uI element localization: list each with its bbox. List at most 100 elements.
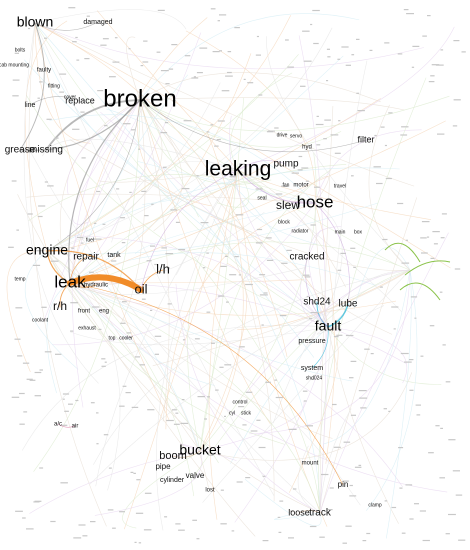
minor-node [278, 531, 282, 533]
minor-node [84, 58, 90, 60]
minor-node [100, 44, 107, 46]
background-edge [319, 197, 418, 514]
minor-node [164, 516, 168, 518]
minor-node [238, 163, 245, 165]
background-edge [69, 282, 448, 493]
background-edge [237, 169, 267, 198]
background-edge [34, 22, 252, 233]
minor-node [422, 35, 427, 37]
minor-node [274, 127, 279, 129]
background-edge [139, 99, 275, 502]
edge-engine-leak [46, 250, 71, 284]
background-edge [69, 74, 188, 284]
minor-node [441, 213, 447, 215]
minor-node [167, 267, 170, 269]
minor-node [225, 75, 233, 77]
minor-node [219, 14, 227, 16]
minor-node [128, 48, 131, 50]
minor-node [255, 242, 263, 244]
minor-node [403, 9, 409, 11]
node-label-servo: servo [290, 133, 302, 139]
minor-node [316, 115, 319, 117]
minor-node [256, 228, 263, 231]
minor-node [133, 472, 136, 474]
minor-node [255, 54, 261, 56]
background-edge [237, 169, 346, 288]
node-label-tank: tank [107, 252, 121, 259]
minor-node [439, 291, 443, 293]
minor-node [55, 353, 62, 355]
node-label-boom: boom [159, 450, 187, 462]
minor-node [119, 405, 125, 407]
minor-node [144, 215, 149, 217]
minor-node [23, 411, 28, 413]
minor-node [211, 342, 215, 344]
background-edge [386, 269, 412, 539]
minor-node [92, 257, 98, 259]
minor-node [327, 509, 333, 511]
background-edge [210, 215, 329, 328]
minor-node [439, 477, 445, 479]
minor-node [353, 266, 356, 268]
background-edge [69, 267, 305, 295]
background-edge [30, 151, 321, 514]
minor-node [419, 510, 426, 512]
minor-node [245, 391, 253, 393]
minor-node [160, 132, 168, 134]
minor-node [26, 378, 33, 380]
minor-node [356, 38, 360, 40]
node-label-cracked: cracked [289, 252, 324, 263]
minor-node [210, 124, 214, 126]
background-edge [175, 283, 321, 514]
minor-node [458, 539, 466, 541]
minor-node [112, 527, 116, 529]
minor-node [364, 348, 370, 350]
minor-node [312, 9, 320, 12]
background-edge [298, 35, 327, 514]
minor-node [62, 424, 68, 426]
minor-node [362, 540, 367, 542]
minor-node [76, 59, 80, 61]
minor-node [258, 94, 263, 96]
node-label-radiator: radiator [292, 228, 309, 234]
minor-node [163, 166, 167, 168]
minor-node [221, 90, 230, 92]
node-label-replace: replace [65, 95, 95, 105]
minor-node [303, 400, 307, 402]
minor-node [400, 134, 408, 136]
minor-node [139, 364, 145, 366]
background-edge [72, 99, 141, 225]
minor-node [196, 538, 200, 540]
minor-node [22, 517, 26, 519]
minor-node [39, 369, 43, 371]
node-label-main: main [335, 229, 346, 235]
minor-node [279, 315, 287, 317]
minor-node [96, 412, 99, 414]
node-label-hyd: hyd [302, 145, 312, 151]
minor-node [245, 283, 253, 286]
minor-node [360, 407, 367, 409]
minor-node [108, 467, 112, 469]
background-edge [249, 269, 411, 435]
minor-node [433, 243, 438, 245]
minor-node [234, 27, 240, 29]
node-label-fan: fan [283, 182, 290, 188]
node-label-shd024: shd024 [306, 375, 323, 381]
minor-node [428, 452, 434, 454]
background-edge [152, 269, 411, 367]
minor-node [262, 475, 266, 477]
background-edge [46, 82, 221, 252]
node-label-hose: hose [297, 192, 334, 211]
background-edge [89, 269, 411, 485]
minor-node [146, 260, 152, 262]
minor-node [275, 193, 283, 195]
minor-node-layer [8, 7, 466, 544]
minor-node [397, 202, 404, 205]
edge-fault-system [311, 326, 329, 369]
minor-node [73, 537, 82, 539]
minor-node [219, 50, 222, 52]
node-label-bolts: bolts [15, 47, 26, 53]
minor-node [89, 271, 94, 273]
background-edge [319, 60, 368, 514]
